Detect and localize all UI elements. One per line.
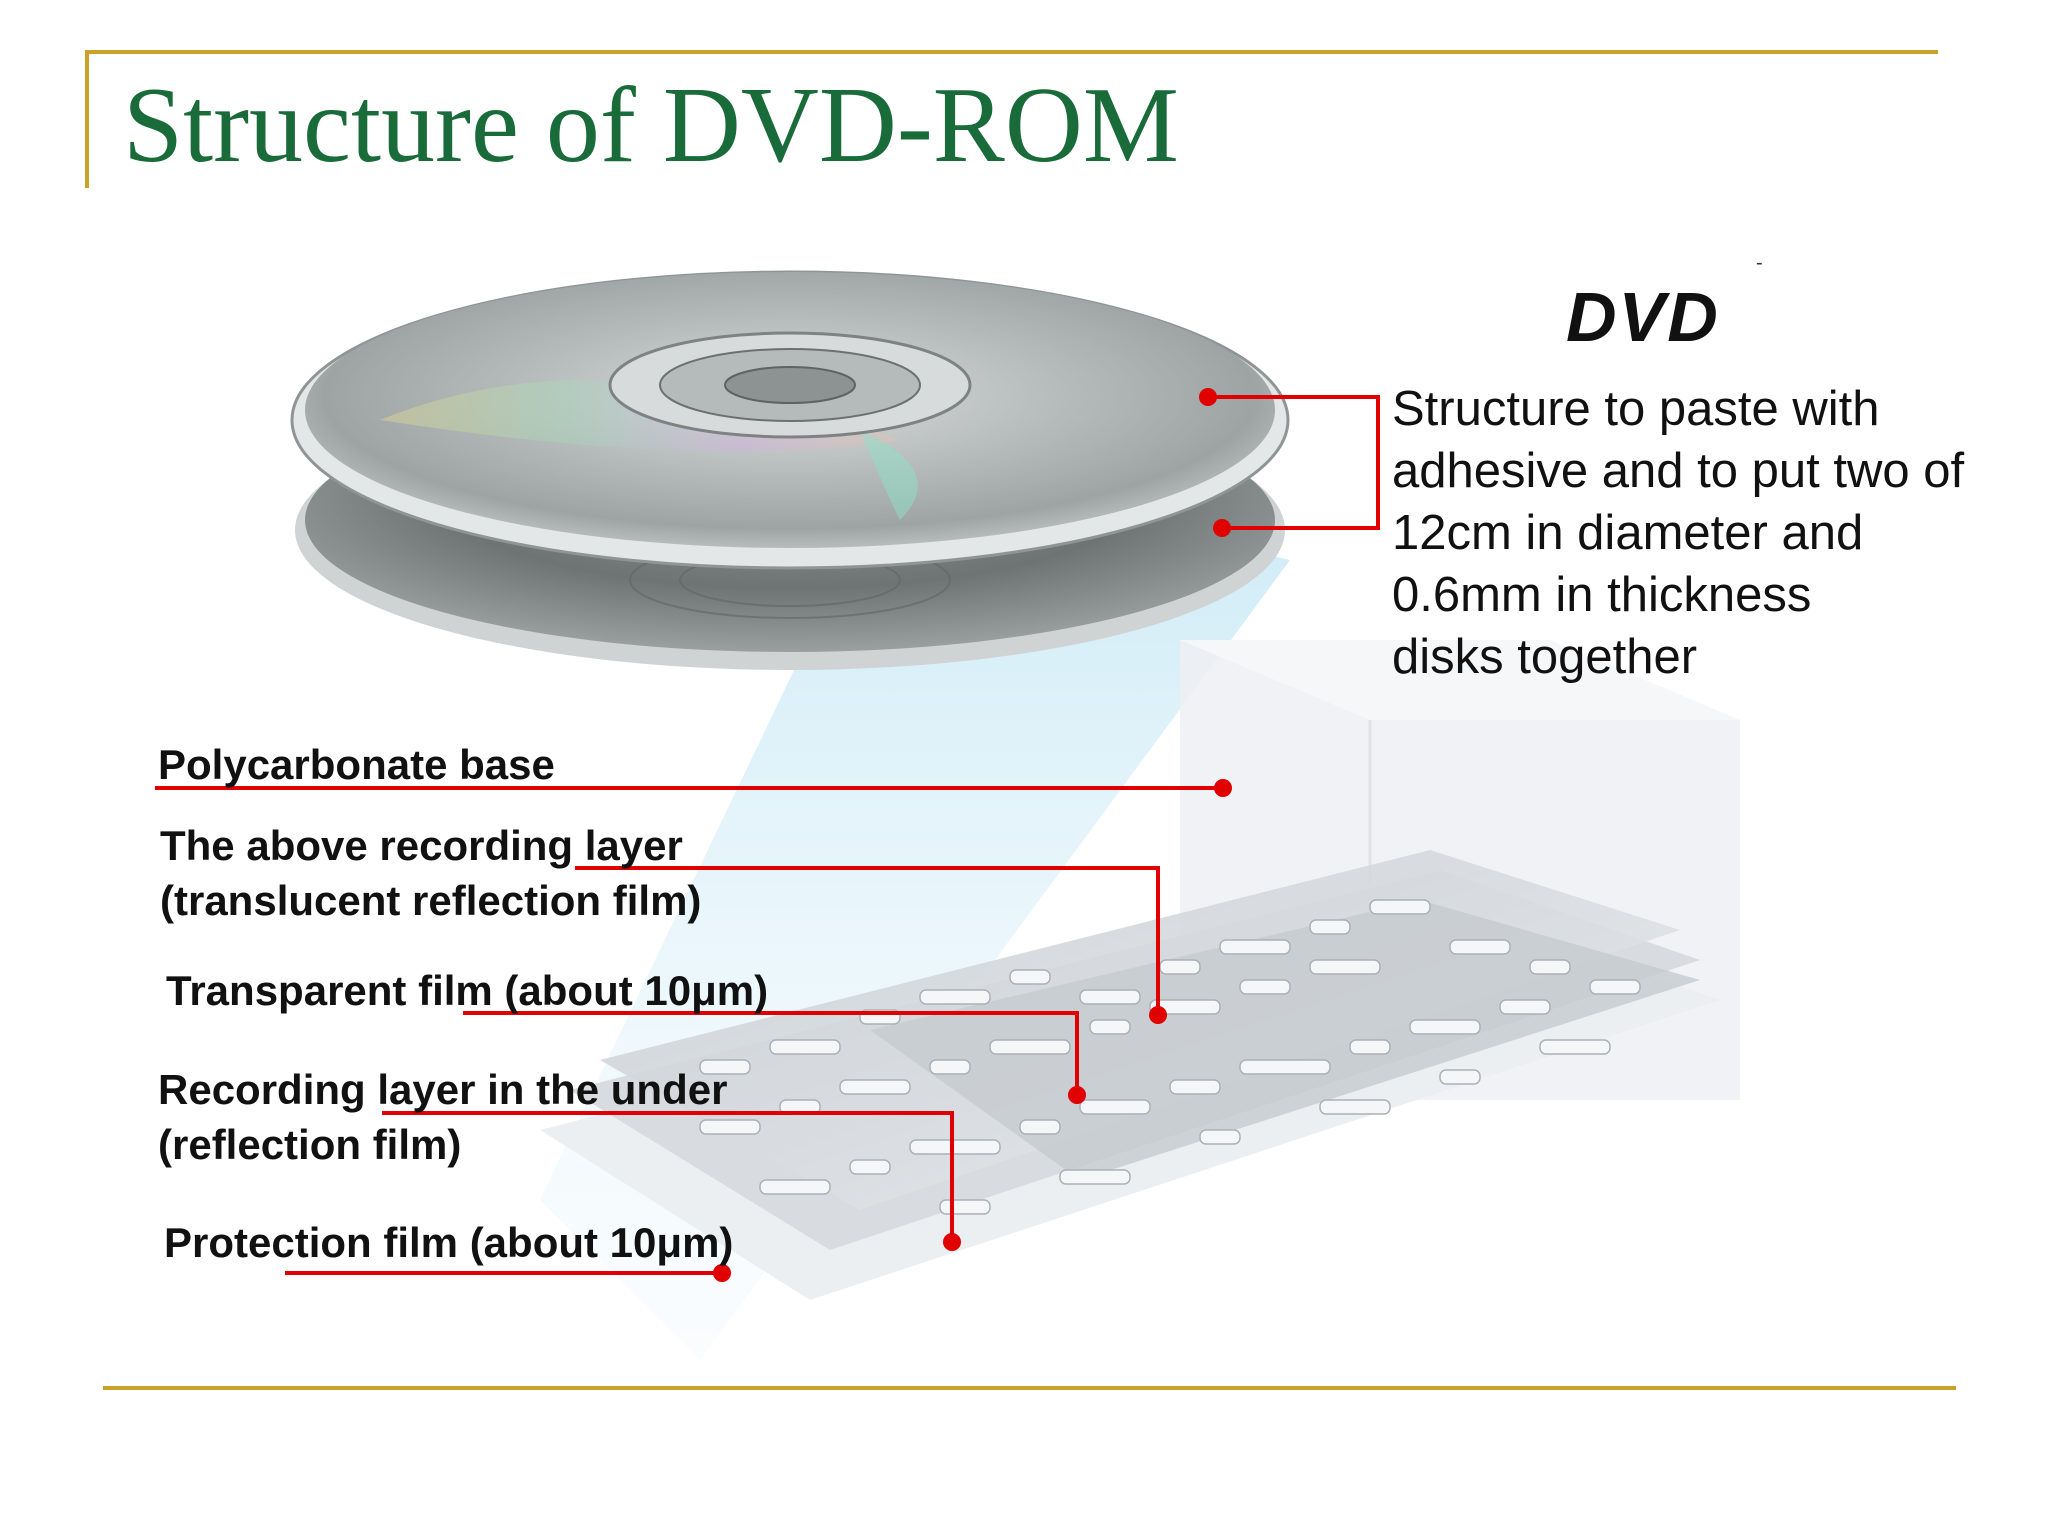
label-line: The above recording layer bbox=[160, 822, 683, 869]
upper-disc-marker bbox=[1199, 388, 1217, 406]
pit-pattern bbox=[699, 899, 1641, 1215]
upper-recording-marker bbox=[1149, 1006, 1167, 1024]
top-rule bbox=[85, 50, 1938, 54]
layer-label-transparent-film: Transparent film (about 10μm) bbox=[166, 963, 768, 1018]
description-line: 0.6mm in thickness bbox=[1392, 568, 1812, 622]
layer-label-protection-film: Protection film (about 10μm) bbox=[164, 1215, 733, 1270]
slide-title: Structure of DVD-ROM bbox=[123, 66, 1179, 185]
left-rule bbox=[85, 50, 89, 188]
upper-disc bbox=[290, 270, 1290, 570]
transparent-film-marker bbox=[1068, 1086, 1086, 1104]
description-line: Structure to paste with bbox=[1392, 382, 1880, 436]
label-line: Transparent film (about 10μm) bbox=[166, 967, 769, 1014]
description-line: disks together bbox=[1392, 630, 1698, 684]
bottom-rule bbox=[103, 1386, 1956, 1390]
layer-slab bbox=[540, 850, 1720, 1300]
lower-disc-marker bbox=[1213, 519, 1231, 537]
lower-recording-marker bbox=[943, 1233, 961, 1251]
description-line: adhesive and to put two of bbox=[1392, 444, 1965, 498]
dvd-logo: DVD bbox=[1566, 278, 1720, 356]
label-line: Protection film (about 10μm) bbox=[164, 1219, 734, 1266]
polycarbonate-marker bbox=[1214, 779, 1232, 797]
label-line: (translucent reflection film) bbox=[160, 877, 702, 924]
label-line: Recording layer in the under bbox=[158, 1066, 728, 1113]
disc-description: Structure to paste with adhesive and to … bbox=[1392, 378, 2032, 688]
label-line: (reflection film) bbox=[158, 1121, 462, 1168]
description-line: 12cm in diameter and bbox=[1392, 506, 1864, 560]
layer-label-lower-recording: Recording layer in the under (reflection… bbox=[158, 1062, 727, 1172]
layer-label-upper-recording: The above recording layer (translucent r… bbox=[160, 818, 701, 928]
disc-leader-lines bbox=[1208, 395, 1380, 530]
protection-film-marker bbox=[713, 1264, 731, 1282]
layer-label-polycarbonate: Polycarbonate base bbox=[158, 737, 555, 792]
brand-dash: - bbox=[1756, 252, 1763, 274]
layer-leader-lines bbox=[155, 786, 1223, 1275]
label-line: Polycarbonate base bbox=[158, 741, 555, 788]
